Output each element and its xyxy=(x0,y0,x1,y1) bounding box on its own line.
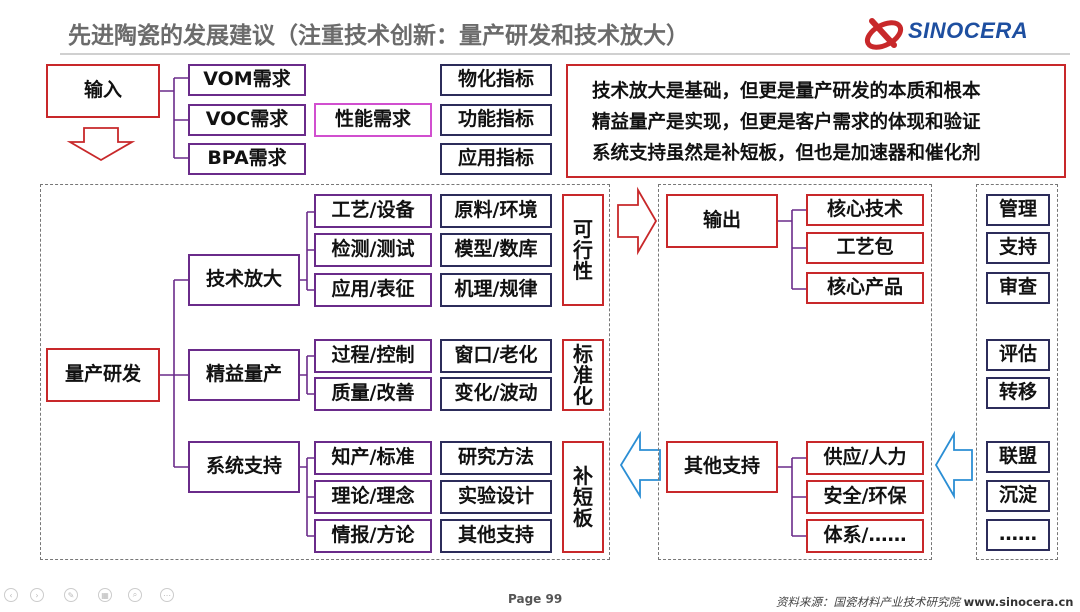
support-safety-env: 安全/环保 xyxy=(806,480,924,514)
title-divider xyxy=(60,53,1070,55)
support-supply-hr: 供应/人力 xyxy=(806,441,924,475)
fr-item-evaluation: 评估 xyxy=(986,339,1050,371)
output-connector xyxy=(778,209,806,290)
next-slide-icon[interactable]: › xyxy=(30,588,44,602)
right-panel xyxy=(658,184,932,560)
page-number: Page 99 xyxy=(508,592,563,606)
page-title: 先进陶瓷的发展建议（注重技术创新：量产研发和技术放大） xyxy=(68,23,689,49)
input-connector xyxy=(160,77,188,159)
output-core-tech: 核心技术 xyxy=(806,194,924,226)
statement-box: 技术放大是基础，但更是量产研发的本质和根本 精益量产是实现，但更是客户需求的体现… xyxy=(566,64,1066,178)
item-other-support: 其他支持 xyxy=(440,519,552,553)
item-window-aging: 窗口/老化 xyxy=(440,339,552,373)
fr-item-alliance: 联盟 xyxy=(986,441,1050,473)
statement-line-3: 系统支持虽然是补短板，但也是加速器和催化剂 xyxy=(592,143,981,165)
side-shortboard: 补 短 板 xyxy=(562,441,604,553)
output-box: 输出 xyxy=(666,194,778,248)
fr-item-support: 支持 xyxy=(986,232,1050,264)
branch-system-support: 系统支持 xyxy=(188,441,300,493)
item-process-control: 过程/控制 xyxy=(314,339,432,373)
root-mass-production-rd: 量产研发 xyxy=(46,348,160,402)
item-research-methods: 研究方法 xyxy=(440,441,552,475)
indicator-application: 应用指标 xyxy=(440,143,552,175)
branch-lean-production: 精益量产 xyxy=(188,349,300,401)
item-ip-standards: 知产/标准 xyxy=(314,441,432,475)
root-connector xyxy=(160,279,188,468)
logo-text: SINOCERA xyxy=(908,18,1029,43)
fr-item-transfer: 转移 xyxy=(986,377,1050,409)
need-vom: VOM需求 xyxy=(188,64,306,96)
footer-source: 资料来源：国瓷材料产业技术研究院 www.sinocera.cn xyxy=(776,594,1073,610)
item-inspection-testing: 检测/测试 xyxy=(314,233,432,267)
left-arrow-icon-2 xyxy=(934,430,973,500)
right-arrow-icon xyxy=(617,186,658,256)
item-material-environment: 原料/环境 xyxy=(440,194,552,228)
fr-item-management: 管理 xyxy=(986,194,1050,226)
performance-need-box: 性能需求 xyxy=(314,103,432,137)
input-box: 输入 xyxy=(46,64,160,118)
item-quality-improvement: 质量/改善 xyxy=(314,377,432,411)
more-icon[interactable]: ⋯ xyxy=(160,588,174,602)
left-arrow-icon xyxy=(619,430,661,500)
item-model-database: 模型/数库 xyxy=(440,233,552,267)
output-core-product: 核心产品 xyxy=(806,272,924,304)
branch-tech-scaleup: 技术放大 xyxy=(188,254,300,306)
item-process-equipment: 工艺/设备 xyxy=(314,194,432,228)
item-experiment-design: 实验设计 xyxy=(440,480,552,514)
support-system: 体系/…… xyxy=(806,519,924,553)
fr-item-more: …… xyxy=(986,519,1050,551)
branch1-connector xyxy=(300,211,314,291)
left-panel xyxy=(40,184,610,560)
down-arrow-icon xyxy=(66,127,136,162)
statement-line-2: 精益量产是实现，但更是客户需求的体现和验证 xyxy=(592,111,981,133)
item-intelligence-methodology: 情报/方论 xyxy=(314,519,432,553)
website-text: www.sinocera.cn xyxy=(963,595,1074,609)
need-voc: VOC需求 xyxy=(188,104,306,136)
prev-slide-icon[interactable]: ‹ xyxy=(4,588,18,602)
indicator-function: 功能指标 xyxy=(440,104,552,136)
branch2-connector xyxy=(300,355,314,395)
item-mechanism-law: 机理/规律 xyxy=(440,273,552,307)
grid-icon[interactable]: ▦ xyxy=(98,588,112,602)
item-theory-concept: 理论/理念 xyxy=(314,480,432,514)
item-application-characterization: 应用/表征 xyxy=(314,273,432,307)
branch3-connector xyxy=(300,457,314,537)
indicator-physicochemical: 物化指标 xyxy=(440,64,552,96)
support-connector xyxy=(778,457,806,537)
fr-item-accumulation: 沉淀 xyxy=(986,480,1050,512)
fr-item-review: 审查 xyxy=(986,272,1050,304)
zoom-icon[interactable]: ⌕ xyxy=(128,588,142,602)
side-feasibility: 可 行 性 xyxy=(562,194,604,306)
other-support-box: 其他支持 xyxy=(666,441,778,493)
pen-icon[interactable]: ✎ xyxy=(64,588,78,602)
source-text: 资料来源：国瓷材料产业技术研究院 xyxy=(776,595,960,609)
output-process-package: 工艺包 xyxy=(806,232,924,264)
need-bpa: BPA需求 xyxy=(188,143,306,175)
side-standardization: 标 准 化 xyxy=(562,339,604,411)
item-change-fluctuation: 变化/波动 xyxy=(440,377,552,411)
sinocera-logo-icon xyxy=(864,18,904,50)
far-right-panel xyxy=(976,184,1058,560)
statement-line-1: 技术放大是基础，但更是量产研发的本质和根本 xyxy=(592,80,981,102)
